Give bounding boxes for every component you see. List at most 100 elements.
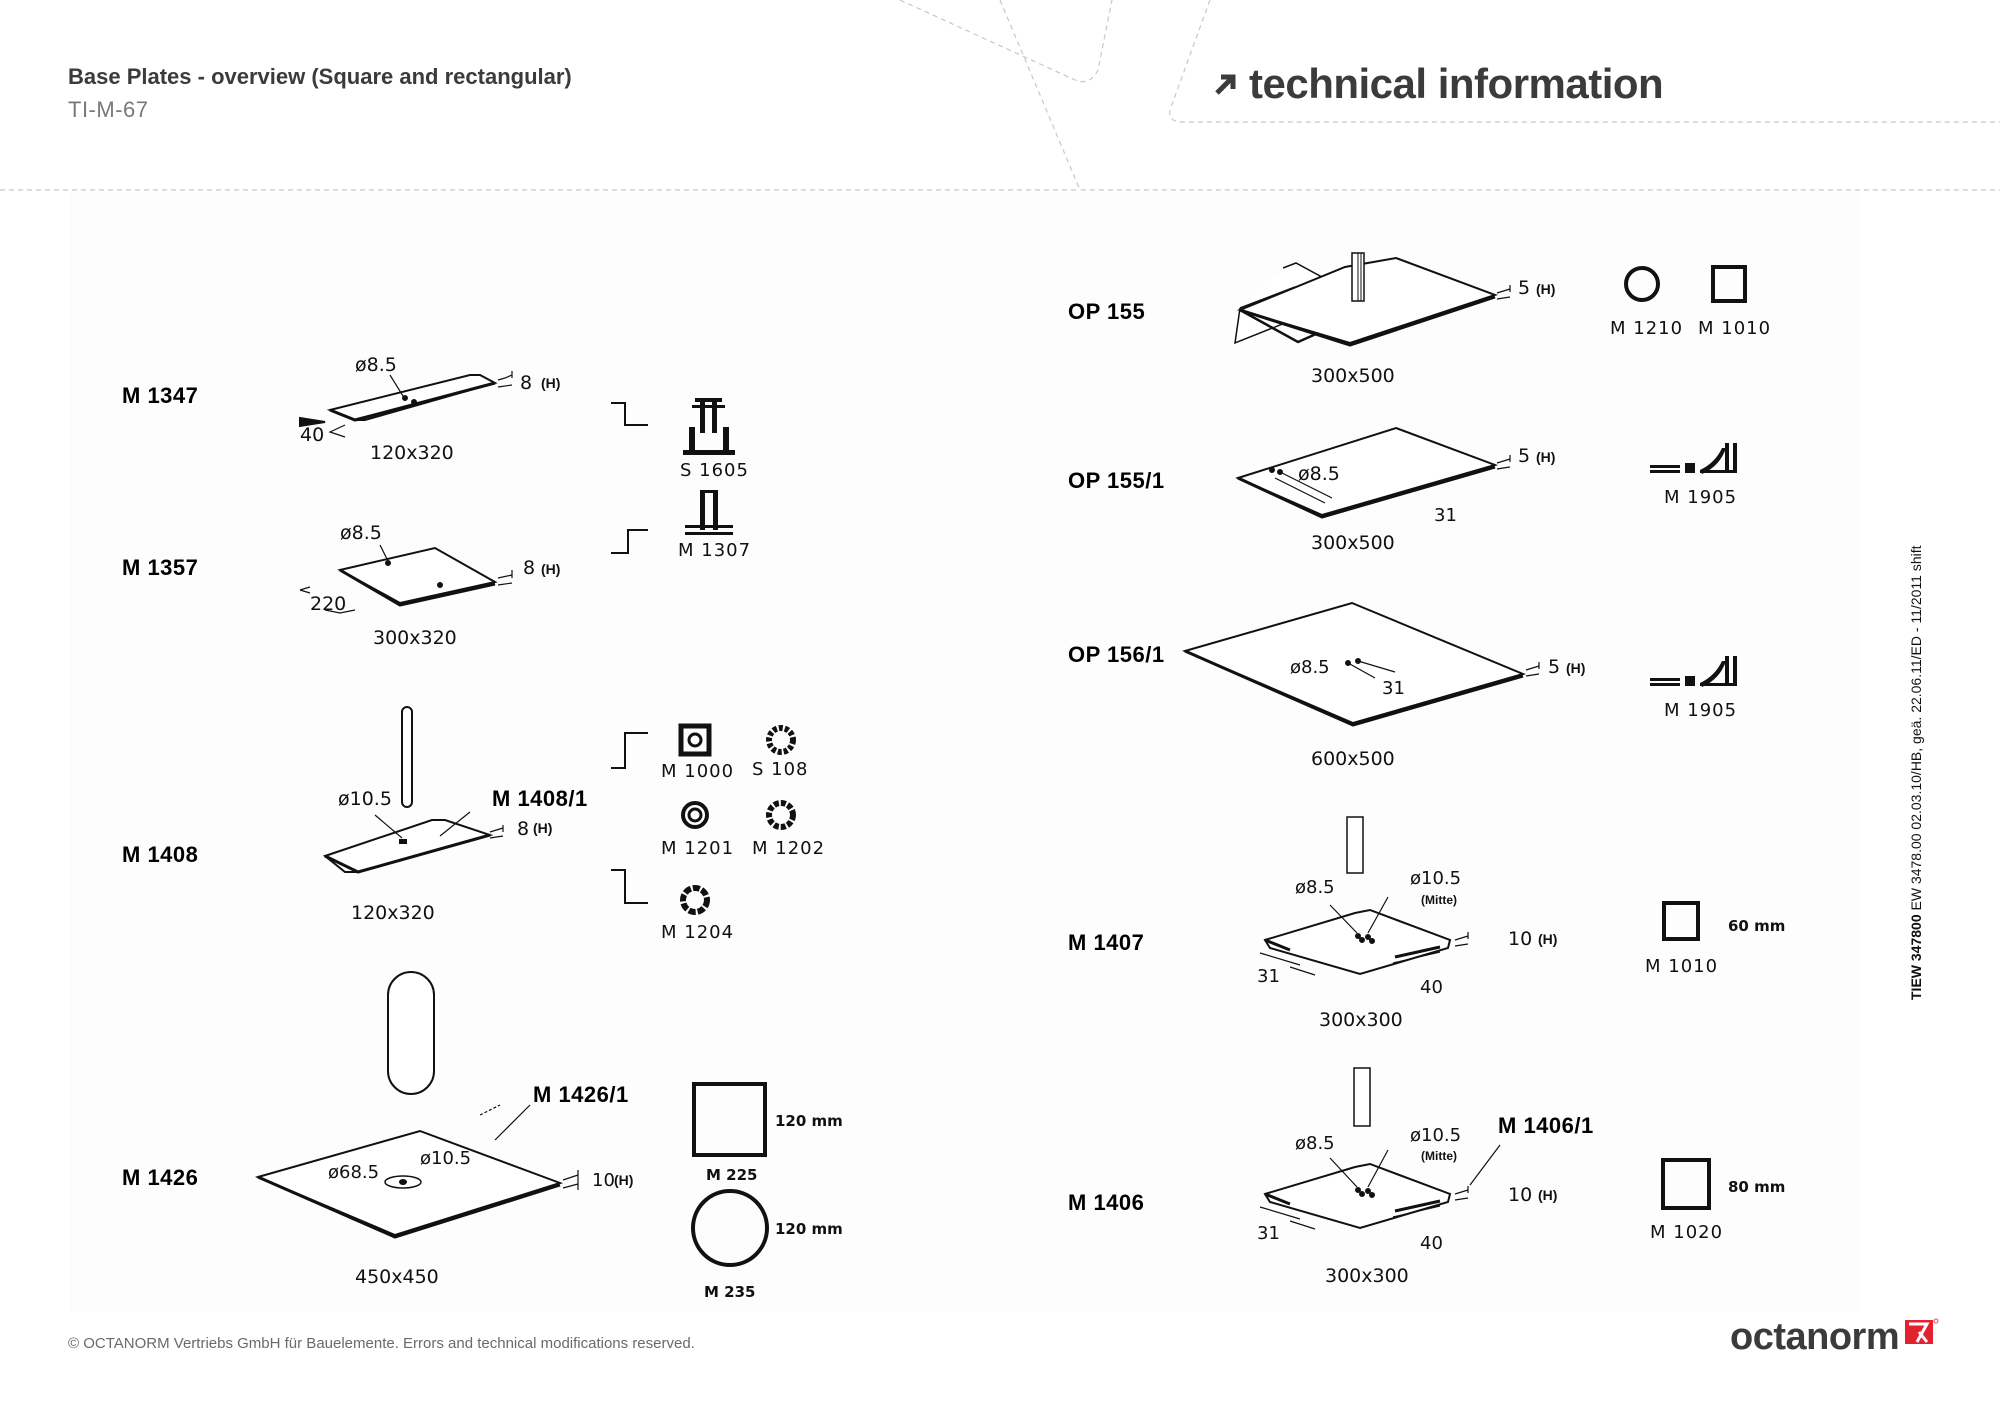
bracket-s1605 <box>611 402 648 426</box>
brand-wordmark: octanorm <box>1730 1316 1900 1358</box>
part-label-m1357: M 1357 <box>122 555 199 580</box>
part-label-op155: OP 155 <box>1068 299 1146 324</box>
center-note-m1406: (Mitte) <box>1421 1149 1457 1163</box>
profile-label-m1000: M 1000 <box>661 761 735 782</box>
part-label-m1426: M 1426 <box>122 1165 199 1190</box>
document-title: Base Plates - overview (Square and recta… <box>68 64 572 89</box>
profile-m1202-icon <box>766 800 796 830</box>
plate-m1406-drawing <box>1259 1067 1501 1230</box>
height-dim-m1347: 8 <box>520 372 533 394</box>
offset-dim-op155-1: 31 <box>1434 505 1457 526</box>
height-tag-m1407: (H) <box>1538 931 1558 947</box>
profile-label-m1307: M 1307 <box>678 540 752 561</box>
plate-op1561-drawing <box>1182 601 1540 727</box>
profile-m1000-icon <box>678 723 712 757</box>
size-m1407: 300x300 <box>1319 1009 1403 1031</box>
width-dim-m1357: 220 <box>310 593 347 615</box>
profile-s1605-icon <box>683 398 735 455</box>
bracket-m1307 <box>611 529 648 554</box>
profile-label-m1020: M 1020 <box>1650 1222 1724 1243</box>
height-dim-m1357: 8 <box>523 557 536 579</box>
profile-m225-icon <box>692 1082 767 1157</box>
dim-a-m1406: 31 <box>1257 1223 1280 1244</box>
dim-b-m1407: 40 <box>1420 977 1443 998</box>
height-tag-m1408: (H) <box>533 820 553 836</box>
hole-center-dim-m1406: ø10.5 <box>1410 1125 1462 1146</box>
part-label-m1408: M 1408 <box>122 842 199 867</box>
center-note-m1407: (Mitte) <box>1421 893 1457 907</box>
profile-m1201-icon <box>681 801 709 829</box>
size-op155: 300x500 <box>1311 365 1395 387</box>
profile-size-m225: 120 mm <box>775 1112 843 1130</box>
profile-m1905-icon-1 <box>1650 443 1737 474</box>
hole-dim-op156-1: ø8.5 <box>1290 657 1330 678</box>
hole-dim-m1407: ø8.5 <box>1295 877 1335 898</box>
profile-m1020-icon <box>1661 1158 1711 1210</box>
hole-dim-m1406: ø8.5 <box>1295 1133 1335 1154</box>
hole-center-dim-m1407: ø10.5 <box>1410 868 1462 889</box>
height-tag-m1426: (H) <box>614 1172 634 1188</box>
profile-m1905-icon-2 <box>1650 656 1737 687</box>
profile-m1204-icon <box>680 885 710 915</box>
bracket-m1408-top <box>611 732 648 769</box>
profile-size-m1010: 60 mm <box>1728 917 1786 935</box>
plate-op155-drawing <box>1234 252 1511 347</box>
banner-label: technical information <box>1249 60 1664 107</box>
profile-label-m1010: M 1010 <box>1698 318 1772 339</box>
technical-information-banner: technical information <box>1213 60 1664 108</box>
dim-a-m1407: 31 <box>1257 966 1280 987</box>
height-dim-op156-1: 5 <box>1548 656 1561 678</box>
size-m1406: 300x300 <box>1325 1265 1409 1287</box>
profile-size-m1020: 80 mm <box>1728 1178 1786 1196</box>
size-m1347: 120x320 <box>370 442 454 464</box>
height-dim-op155-1: 5 <box>1518 445 1531 467</box>
profile-label-m235: M 235 <box>704 1283 756 1301</box>
hole-dim-m1408: ø10.5 <box>338 788 392 810</box>
profile-label-m1201: M 1201 <box>661 838 735 859</box>
profile-m1307-icon <box>685 490 733 535</box>
hole-dim-op155-1: ø8.5 <box>1298 463 1340 485</box>
part-label-m1406: M 1406 <box>1068 1190 1145 1215</box>
profile-label-m1010-2: M 1010 <box>1645 956 1719 977</box>
part-label-op155-1: OP 155/1 <box>1068 468 1165 493</box>
profile-label-s1605: S 1605 <box>680 460 749 481</box>
height-tag-op156-1: (H) <box>1566 660 1586 676</box>
profile-s108-icon <box>766 725 796 755</box>
part-label-m1407: M 1407 <box>1068 930 1145 955</box>
size-op156-1: 600x500 <box>1311 748 1395 770</box>
hole-dim-m1357: ø8.5 <box>340 522 382 544</box>
profile-m1210-icon <box>1624 266 1660 302</box>
drawing-revision: EW 3478.00 02.03.10/HB, geä. 22.06.11/ED… <box>1908 545 1924 911</box>
part-label-m1347: M 1347 <box>122 383 199 408</box>
drawing-number: TIEW 347800 <box>1908 914 1924 1000</box>
profile-label-m1905-2: M 1905 <box>1664 700 1738 721</box>
offset-dim-op156-1: 31 <box>1382 678 1405 699</box>
profile-m1010-icon <box>1711 265 1747 303</box>
part-label-m1408-1: M 1408/1 <box>492 786 588 811</box>
document-code: TI-M-67 <box>68 97 149 122</box>
profile-label-m1202: M 1202 <box>752 838 826 859</box>
part-label-m1406-1: M 1406/1 <box>1498 1113 1594 1138</box>
height-tag-m1347: (H) <box>541 375 561 391</box>
height-dim-m1407: 10 <box>1508 928 1533 950</box>
profile-label-m1905-1: M 1905 <box>1664 487 1738 508</box>
height-tag-m1406: (H) <box>1538 1187 1558 1203</box>
hole-dim-m1347: ø8.5 <box>355 354 397 376</box>
height-tag-op155-1: (H) <box>1536 449 1556 465</box>
width-dim-m1347: 40 <box>300 424 325 446</box>
height-dim-m1406: 10 <box>1508 1184 1533 1206</box>
plate-m1408-drawing <box>322 706 504 874</box>
profile-m1010-icon-2 <box>1662 901 1700 941</box>
drawing-reference-note: TIEW 347800 EW 3478.00 02.03.10/HB, geä.… <box>1908 545 1924 1000</box>
octanorm-logo: octanorm <box>1730 1318 1939 1356</box>
plate-m1426-drawing <box>254 971 579 1239</box>
plate-m1407-drawing <box>1259 816 1469 976</box>
bracket-m1408-bottom <box>611 869 648 904</box>
plate-m1357-drawing <box>299 544 513 614</box>
height-dim-m1408: 8 <box>517 818 530 840</box>
size-m1357: 300x320 <box>373 627 457 649</box>
arrow-up-right-icon <box>1215 74 1236 95</box>
hole-outer-dim-m1426: ø68.5 <box>328 1162 380 1183</box>
